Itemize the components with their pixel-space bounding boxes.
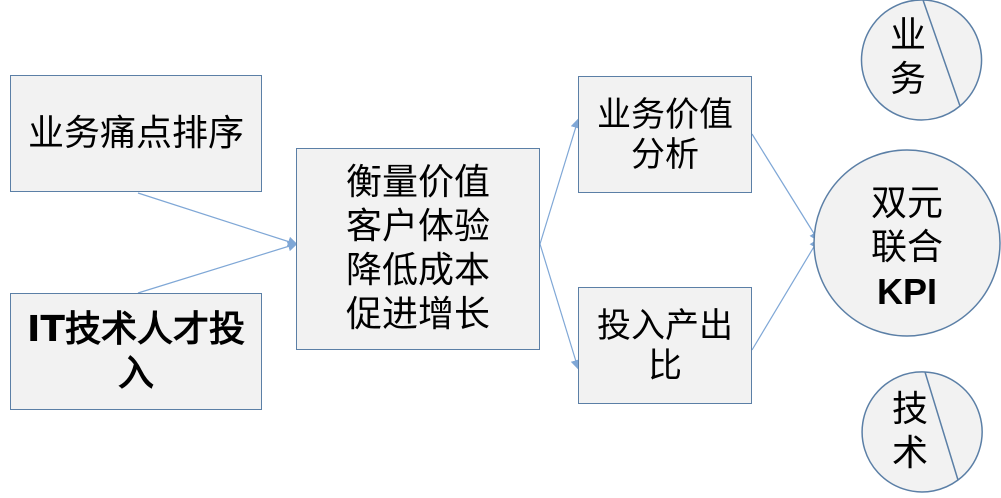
business-label: 业 务	[880, 14, 936, 102]
dual-kpi-circle	[813, 149, 1001, 337]
business-line2: 务	[889, 59, 926, 100]
tech-line2: 术	[891, 433, 928, 474]
arrow-pain-to-value	[137, 192, 298, 247]
roi-box: 投入产出 比	[578, 287, 752, 404]
tech-label: 技 术	[882, 388, 938, 476]
value-label: 衡量价值 客户体验 降低成本 促进增长	[345, 162, 490, 335]
roi-label: 投入产出 比	[597, 305, 733, 386]
dual-kpi-line1: 双元	[870, 183, 943, 224]
tech-partial-circle	[861, 371, 983, 493]
value-analysis-label: 业务价值 分析	[597, 94, 733, 175]
it-talent-box: IT技术人才投 入	[10, 293, 262, 410]
business-partial-circle	[860, 0, 983, 121]
pain-points-label: 业务痛点排序	[27, 112, 244, 154]
arrow-value-to-analysis	[539, 118, 581, 245]
pain-points-box: 业务痛点排序	[10, 75, 262, 192]
value-analysis-box: 业务价值 分析	[578, 76, 752, 193]
value-box: 衡量价值 客户体验 降低成本 促进增长	[296, 148, 540, 350]
dual-kpi-line2: 联合	[870, 227, 943, 268]
arrow-roi-to-kpi	[751, 238, 820, 351]
dual-kpi-label: 双元 联合 KPI	[857, 182, 957, 314]
arrow-value-to-roi	[539, 243, 581, 370]
tech-line1: 技	[891, 389, 928, 430]
arrow-analysis-to-kpi	[751, 133, 820, 242]
business-line1: 业	[889, 15, 926, 56]
arrow-it-to-value	[137, 241, 298, 294]
it-talent-label: IT技术人才投 入	[27, 308, 245, 394]
dual-kpi-line3: KPI	[876, 271, 937, 312]
